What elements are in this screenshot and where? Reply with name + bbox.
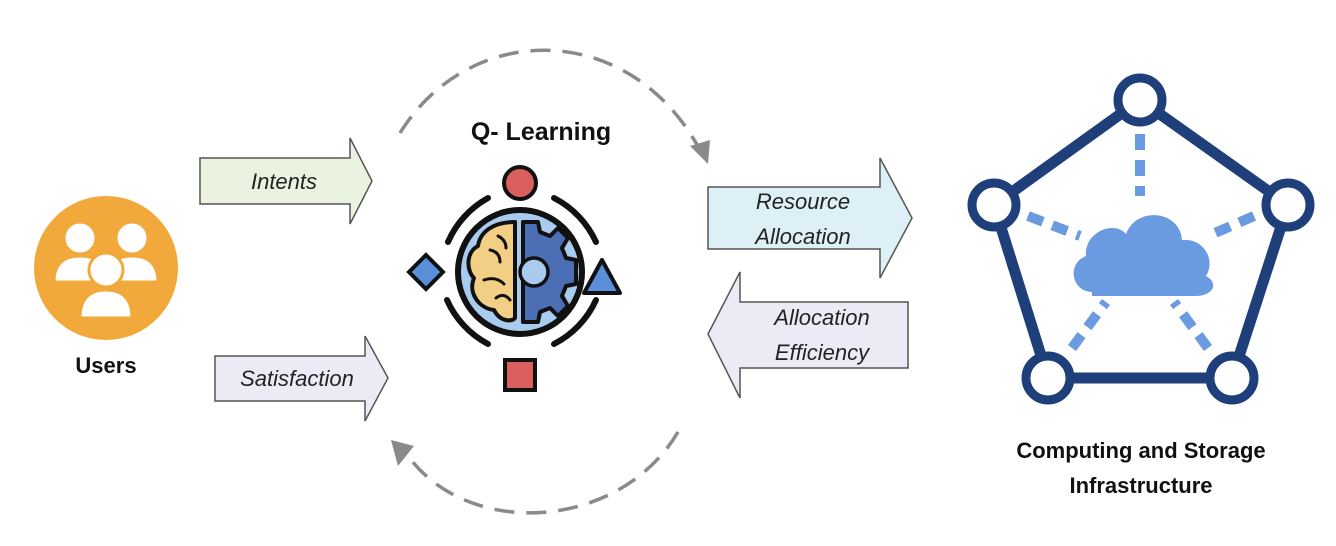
users-group-icon (34, 196, 178, 340)
infrastructure-label-line1: Computing and Storage (1016, 438, 1265, 463)
resource-allocation-label-line2: Allocation (753, 224, 850, 249)
top-loop-arrowhead (690, 140, 710, 164)
intents-arrow: Intents (199, 137, 373, 225)
allocation-efficiency-label-line1: Allocation (772, 305, 869, 330)
cloud-network-icon (967, 73, 1315, 405)
resource-allocation-arrow: Resource Allocation (707, 157, 913, 279)
q-learning-title: Q- Learning (471, 118, 611, 146)
brain-gear-icon (406, 165, 622, 392)
bottom-loop-arrow (406, 431, 680, 515)
intents-label: Intents (251, 169, 317, 194)
resource-allocation-label-line1: Resource (756, 189, 850, 214)
users-label: Users (75, 353, 136, 378)
satisfaction-arrow: Satisfaction (214, 335, 389, 422)
allocation-efficiency-label-line2: Efficiency (775, 340, 871, 365)
infrastructure-label-line2: Infrastructure (1069, 473, 1212, 498)
bottom-loop-arrowhead (391, 440, 414, 466)
top-loop-arrow (398, 48, 702, 151)
satisfaction-label: Satisfaction (240, 366, 354, 391)
allocation-efficiency-arrow: Allocation Efficiency (707, 271, 909, 399)
